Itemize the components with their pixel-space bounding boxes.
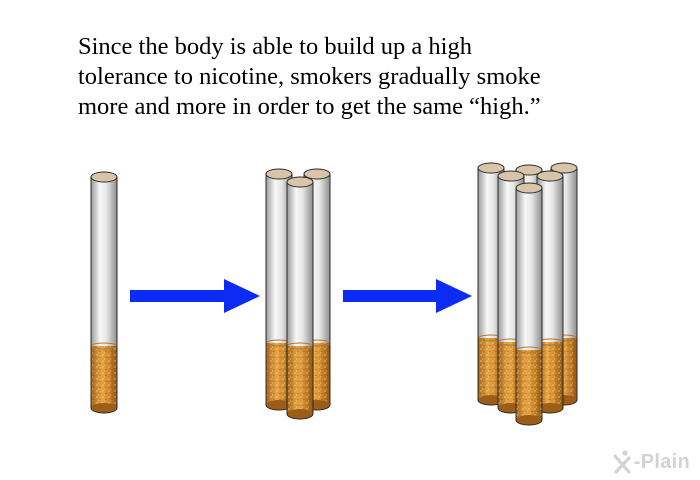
caption-line: Since the body is able to build up a hig… — [78, 33, 472, 60]
cigarette — [90, 171, 118, 414]
caption-line: tolerance to nicotine, smokers gradually… — [78, 63, 541, 90]
cigarette — [286, 176, 314, 420]
logo-text: -Plain — [633, 450, 690, 473]
xplain-figure-icon — [613, 450, 631, 474]
arrow-right-icon — [130, 279, 260, 313]
cigarette — [515, 182, 543, 426]
arrow-right-icon — [343, 279, 472, 313]
xplain-logo: -Plain — [612, 450, 690, 474]
caption-line: more and more in order to get the same “… — [78, 93, 541, 120]
caption-text: Since the body is able to build up a hig… — [78, 32, 638, 122]
